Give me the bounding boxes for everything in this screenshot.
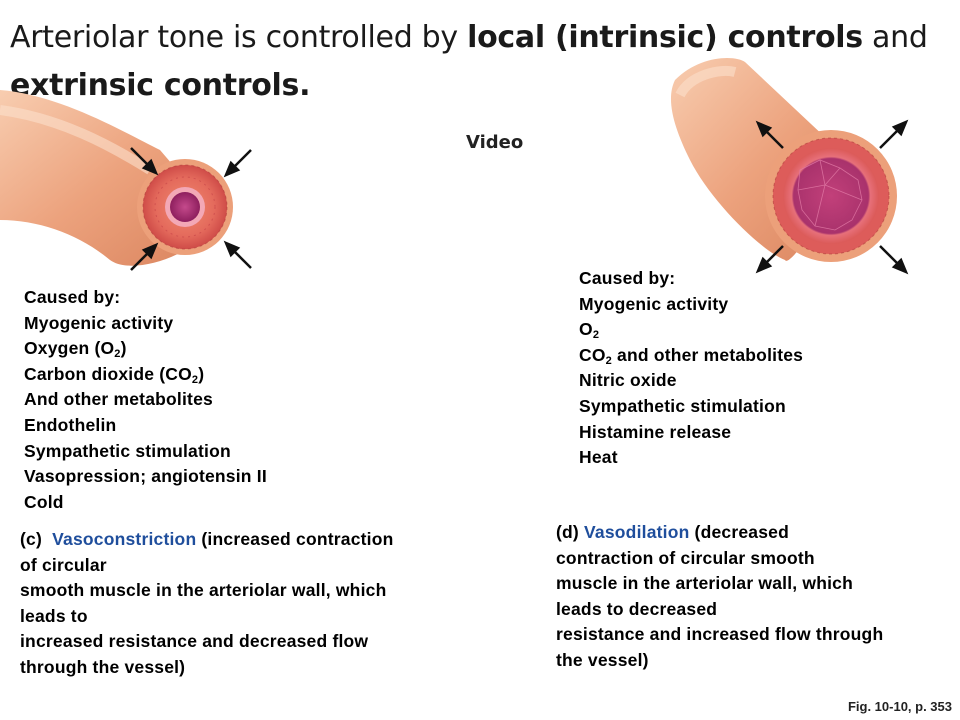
video-link[interactable]: Video bbox=[466, 132, 524, 153]
cause-item: CO2 and other metabolites bbox=[579, 344, 804, 367]
cause-item: Endothelin bbox=[24, 414, 117, 435]
caption-line: through the vessel) bbox=[20, 656, 186, 677]
caption-letter: (c) bbox=[20, 529, 42, 549]
cause-item: Carbon dioxide (CO2) bbox=[24, 363, 205, 386]
vessel-lumen bbox=[783, 148, 879, 244]
cause-item: O2 bbox=[579, 319, 600, 342]
cause-item: Sympathetic stimulation bbox=[24, 440, 231, 461]
vessel-lumen bbox=[170, 192, 200, 222]
vasodilation-caption: (d) Vasodilation (decreased contraction … bbox=[556, 520, 883, 674]
vasodilation-causes-list: Caused by: Myogenic activity O2 CO2 and … bbox=[579, 266, 803, 471]
cause-item: Nitric oxide bbox=[579, 370, 677, 391]
cause-item: Vasopression; angiotensin II bbox=[24, 466, 267, 487]
caption-line: increased resistance and decreased flow bbox=[20, 631, 369, 652]
dilation-arrows bbox=[755, 119, 909, 275]
title-local-controls: local (intrinsic) controls bbox=[467, 20, 863, 55]
caption-line: resistance and increased flow through bbox=[556, 624, 884, 645]
caption-letter: (d) bbox=[556, 522, 579, 542]
figure-reference: Fig. 10-10, p. 353 bbox=[847, 699, 952, 714]
cause-item: Myogenic activity bbox=[579, 293, 729, 314]
caption-line: the vessel) bbox=[556, 649, 649, 670]
caption-line: of circular bbox=[20, 554, 107, 575]
cause-item: Heat bbox=[579, 447, 618, 468]
vasodilation-vessel-illustration bbox=[670, 57, 909, 275]
caused-by-heading: Caused by: bbox=[579, 268, 676, 288]
title-text: Arteriolar tone is controlled by bbox=[10, 20, 468, 55]
caption-term: Vasoconstriction bbox=[52, 529, 197, 549]
cause-item: Cold bbox=[24, 491, 64, 512]
caption-line: leads to decreased bbox=[556, 598, 718, 619]
caption-line: smooth muscle in the arteriolar wall, wh… bbox=[20, 580, 387, 601]
slide-title: Arteriolar tone is controlled by local (… bbox=[10, 14, 940, 110]
caption-line: leads to bbox=[20, 605, 88, 626]
caption-line: muscle in the arteriolar wall, which bbox=[556, 573, 854, 594]
caption-line: contraction of circular smooth bbox=[556, 547, 815, 568]
vasoconstriction-caption: (c) Vasoconstriction (increased contract… bbox=[20, 527, 394, 681]
cause-item: Histamine release bbox=[579, 421, 732, 442]
title-extrinsic-controls: extrinsic controls. bbox=[10, 68, 311, 103]
vasoconstriction-causes-list: Caused by: Myogenic activity Oxygen (O2)… bbox=[24, 285, 267, 515]
caused-by-heading: Caused by: bbox=[24, 287, 121, 307]
cause-item: Sympathetic stimulation bbox=[579, 395, 786, 416]
cause-item: Myogenic activity bbox=[24, 312, 174, 333]
title-text: and bbox=[862, 20, 928, 55]
cause-item: Oxygen (O2) bbox=[24, 338, 127, 361]
vasoconstriction-vessel-illustration bbox=[0, 90, 252, 271]
constriction-arrows bbox=[130, 147, 252, 271]
caption-term: Vasodilation bbox=[584, 522, 690, 542]
cause-item: And other metabolites bbox=[24, 389, 213, 410]
